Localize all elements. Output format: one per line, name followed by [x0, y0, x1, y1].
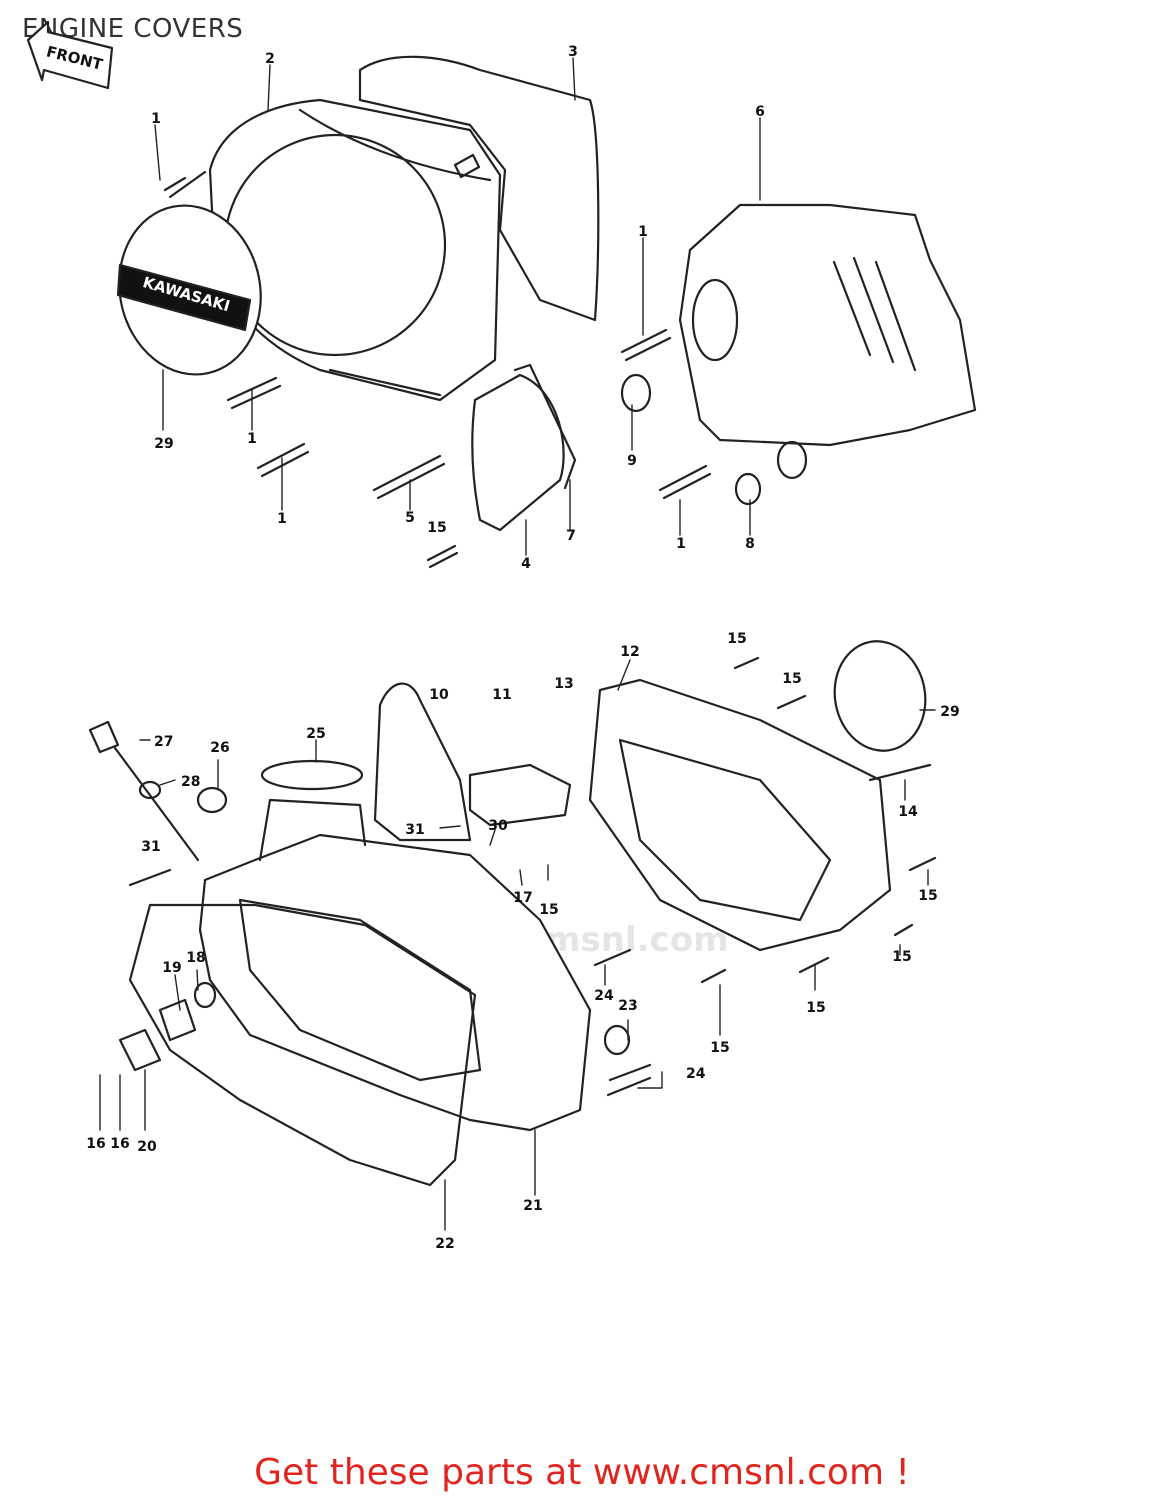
callout-15e: 15 [918, 888, 937, 904]
sprocket-gasket [513, 363, 577, 490]
callout-15a: 15 [427, 520, 446, 536]
o-ring-29 [833, 640, 927, 752]
callout-29b: 29 [940, 704, 959, 720]
clutch-cover [588, 678, 892, 952]
callout-15c: 15 [782, 671, 801, 687]
callout-15g: 15 [806, 1000, 825, 1016]
bolt-5 [372, 454, 446, 500]
nut-23 [603, 1024, 631, 1056]
callout-26: 26 [210, 740, 229, 756]
magneto-cover [208, 98, 502, 402]
callout-31b: 31 [141, 839, 160, 855]
bolt-15-lower [700, 656, 937, 984]
exploded-parts-diagram: FRONT KAWASAKI [26, 20, 977, 1252]
holder-19 [158, 998, 197, 1042]
callout-24b: 24 [686, 1066, 706, 1082]
front-arrow: FRONT [26, 20, 114, 90]
callout-28: 28 [181, 774, 200, 790]
callout-27: 27 [154, 734, 173, 750]
oil-seal-8 [734, 472, 762, 506]
callout-23: 23 [618, 998, 637, 1014]
bolt-1e [658, 464, 712, 500]
callout-1b: 1 [638, 224, 648, 240]
callout-7: 7 [566, 528, 576, 544]
callout-1d: 1 [277, 511, 287, 527]
bolt-1a [163, 170, 207, 199]
callout-20: 20 [137, 1139, 157, 1155]
callout-16b: 16 [110, 1136, 129, 1152]
crankcase-cover [198, 798, 592, 1132]
callout-15h: 15 [710, 1040, 729, 1056]
get-parts-link[interactable]: Get these parts at www.cmsnl.com ! [254, 1452, 910, 1493]
callout-30: 30 [488, 818, 508, 834]
callout-6: 6 [755, 104, 765, 120]
breather-tube [373, 682, 472, 842]
callout-21: 21 [523, 1198, 542, 1214]
callout-2: 2 [265, 51, 275, 67]
callout-22: 22 [435, 1236, 454, 1252]
dipstick [88, 720, 200, 862]
o-ring-25 [260, 759, 364, 791]
callout-15f: 15 [892, 949, 911, 965]
callout-9: 9 [627, 453, 637, 469]
seal-18 [193, 981, 217, 1009]
callout-24a: 24 [594, 988, 614, 1004]
callout-1a: 1 [151, 111, 161, 127]
callout-13: 13 [554, 676, 573, 692]
callout-3: 3 [568, 44, 578, 60]
bolt-14 [868, 763, 932, 782]
callout-8: 8 [745, 536, 755, 552]
callout-5: 5 [405, 510, 415, 526]
callout-17: 17 [513, 890, 532, 906]
callout-11: 11 [492, 687, 511, 703]
callout-15b: 15 [727, 631, 746, 647]
callout-15d: 15 [539, 902, 558, 918]
oil-seal-cover [776, 440, 808, 480]
callout-1e: 1 [676, 536, 686, 552]
magneto-gasket [358, 55, 600, 322]
emblem-cover: KAWASAKI [116, 204, 262, 376]
callout-29a: 29 [154, 436, 173, 452]
bolt-31a [128, 868, 172, 887]
callout-18: 18 [186, 950, 205, 966]
bolt-1c [256, 442, 310, 478]
callout-14: 14 [898, 804, 918, 820]
plate-20 [118, 1028, 162, 1072]
bolt-1b [226, 376, 282, 410]
breather-plate [468, 763, 572, 827]
callout-25: 25 [306, 726, 325, 742]
sprocket-cover [471, 373, 565, 532]
bolt-1d [620, 328, 672, 362]
bolt-15a [426, 544, 459, 569]
plug-26 [196, 786, 228, 814]
callout-12: 12 [620, 644, 639, 660]
callout-1c: 1 [247, 431, 257, 447]
oil-seal-9 [620, 373, 652, 413]
callout-19: 19 [162, 960, 181, 976]
callout-10: 10 [429, 687, 449, 703]
crankcase-gasket [128, 903, 477, 1187]
bolt-24a [593, 948, 632, 967]
callout-31a: 31 [405, 822, 424, 838]
right-side-cover [678, 203, 977, 447]
callout-16a: 16 [86, 1136, 105, 1152]
bolt-24 [606, 1063, 652, 1097]
washer-28 [138, 780, 162, 800]
callout-4: 4 [521, 556, 531, 572]
